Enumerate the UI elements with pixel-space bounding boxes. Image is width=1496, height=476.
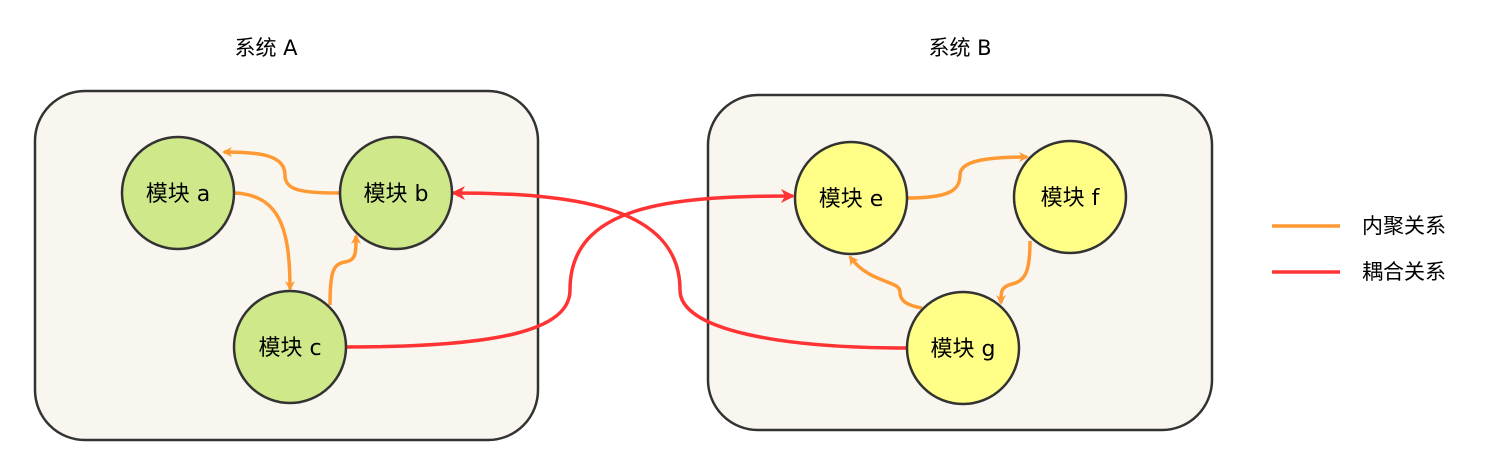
module-g: 模块 g bbox=[905, 290, 1021, 406]
edge-a-to-c bbox=[234, 191, 295, 291]
edge-f-to-g bbox=[995, 240, 1032, 305]
module-e-label: 模块 e bbox=[819, 187, 884, 212]
module-g-label: 模块 g bbox=[931, 337, 996, 362]
system-b-title: 系统 B bbox=[928, 36, 991, 60]
module-a-label: 模块 a bbox=[146, 182, 210, 207]
module-a: 模块 a bbox=[120, 135, 236, 251]
legend: 内聚关系 耦合关系 bbox=[1272, 214, 1446, 284]
edge-g-to-e bbox=[848, 255, 923, 310]
module-f: 模块 f bbox=[1012, 139, 1128, 255]
legend-cohesion-label: 内聚关系 bbox=[1362, 214, 1446, 238]
system-a-title: 系统 A bbox=[234, 36, 298, 60]
module-b-label: 模块 b bbox=[364, 182, 429, 207]
edge-g-to-b bbox=[451, 186, 908, 350]
module-c: 模块 c bbox=[232, 289, 348, 405]
edge-c-to-b bbox=[328, 234, 361, 306]
module-f-label: 模块 f bbox=[1041, 186, 1101, 211]
edge-e-to-f bbox=[906, 152, 1029, 200]
edge-b-to-a bbox=[222, 147, 340, 195]
edge-c-to-e bbox=[345, 189, 795, 349]
legend-coupling-label: 耦合关系 bbox=[1362, 260, 1446, 284]
module-e: 模块 e bbox=[793, 140, 909, 256]
module-c-label: 模块 c bbox=[258, 336, 321, 361]
module-b: 模块 b bbox=[338, 135, 454, 251]
